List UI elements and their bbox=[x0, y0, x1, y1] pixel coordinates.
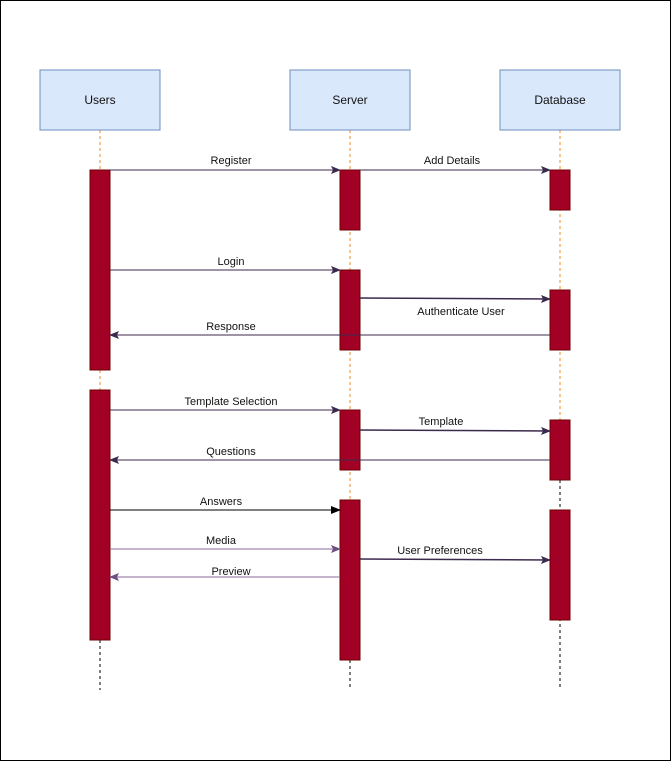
message-questions-label: Questions bbox=[206, 446, 256, 458]
activation-database-3[interactable] bbox=[549, 419, 571, 481]
message-template-selection-label: Template Selection bbox=[185, 396, 278, 408]
message-login-label: Login bbox=[218, 256, 245, 268]
message-user-preferences[interactable]: User Preferences bbox=[359, 545, 551, 564]
message-media[interactable]: Media bbox=[110, 535, 341, 553]
message-authenticate-user-label: Authenticate User bbox=[417, 306, 505, 318]
activation-users-1[interactable] bbox=[89, 169, 111, 371]
activation-server-3[interactable] bbox=[339, 409, 361, 471]
message-template-label: Template bbox=[419, 416, 464, 428]
message-preview[interactable]: Preview bbox=[109, 566, 340, 581]
message-media-label: Media bbox=[206, 535, 237, 547]
message-add-details[interactable]: Add Details bbox=[360, 155, 551, 174]
activation-database-1[interactable] bbox=[549, 169, 571, 211]
message-add-details-label: Add Details bbox=[424, 155, 481, 167]
message-register[interactable]: Register bbox=[110, 155, 341, 174]
message-login[interactable]: Login bbox=[110, 256, 341, 274]
participant-users-label: Users bbox=[84, 93, 115, 107]
message-response-label: Response bbox=[206, 321, 256, 333]
message-answers-label: Answers bbox=[200, 496, 243, 508]
message-authenticate-user[interactable]: Authenticate User bbox=[359, 294, 551, 318]
message-response[interactable]: Response bbox=[109, 321, 550, 339]
message-preview-label: Preview bbox=[211, 566, 250, 578]
activation-database-4[interactable] bbox=[549, 509, 571, 621]
message-answers[interactable]: Answers bbox=[110, 496, 341, 514]
participant-database[interactable]: Database bbox=[499, 69, 621, 131]
participant-database-label: Database bbox=[534, 93, 586, 107]
message-questions[interactable]: Questions bbox=[109, 446, 550, 464]
participant-server-label: Server bbox=[332, 93, 367, 107]
message-template[interactable]: Template bbox=[359, 416, 551, 435]
message-template-selection[interactable]: Template Selection bbox=[110, 396, 341, 414]
activation-server-2[interactable] bbox=[339, 269, 361, 351]
activation-server-4[interactable] bbox=[339, 499, 361, 661]
participant-server[interactable]: Server bbox=[289, 69, 411, 131]
message-user-preferences-label: User Preferences bbox=[397, 545, 483, 557]
participant-users[interactable]: Users bbox=[39, 69, 161, 131]
message-register-label: Register bbox=[211, 155, 252, 167]
activation-database-2[interactable] bbox=[549, 289, 571, 351]
activation-users-2[interactable] bbox=[89, 389, 111, 641]
activation-server-1[interactable] bbox=[339, 169, 361, 231]
